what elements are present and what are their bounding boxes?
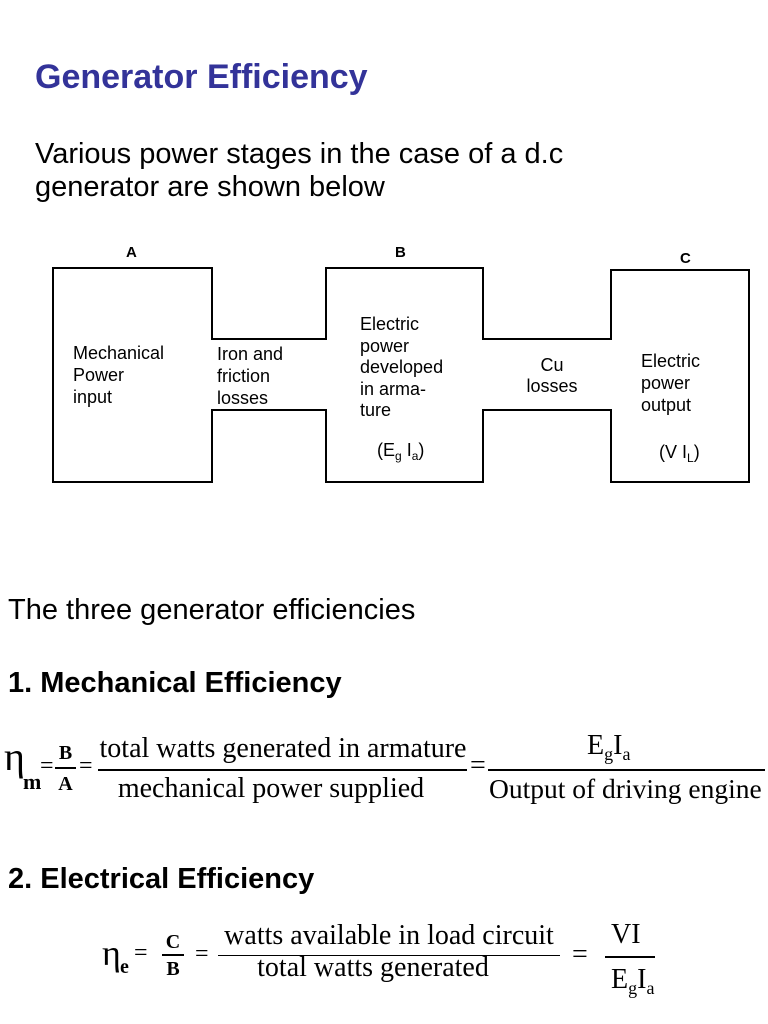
- stage-letter-b: B: [395, 244, 406, 261]
- stage-b-description: Electric power developed in arma- ture: [360, 314, 443, 422]
- words-denominator: total watts generated: [257, 952, 489, 983]
- ratio-denominator: A: [58, 773, 73, 795]
- equals-sign: =: [134, 940, 148, 966]
- power-stages-outline: [52, 267, 750, 483]
- stage-b-line: Electric: [360, 314, 420, 334]
- losses-line: losses: [217, 388, 269, 408]
- stage-a-description: Mechanical Power input: [73, 342, 164, 408]
- fraction-bar: [488, 769, 765, 771]
- cu-losses-label: Cu losses: [512, 355, 592, 397]
- eta-subscript: e: [120, 956, 129, 978]
- words-denominator: mechanical power supplied: [117, 773, 425, 804]
- stage-c-description: Electric power output: [641, 350, 700, 416]
- stage-b-line: developed: [360, 357, 444, 377]
- stage-b-line: power: [360, 335, 410, 356]
- fraction-bar: [605, 956, 655, 958]
- result-term: I: [637, 964, 647, 995]
- losses-line: losses: [526, 376, 578, 396]
- losses-line: Cu: [540, 355, 564, 375]
- quantity-text: (E: [377, 440, 395, 460]
- result-subscript: g: [604, 744, 614, 764]
- stage-b-line: in arma-: [360, 378, 427, 399]
- stage-a-line: input: [73, 387, 113, 407]
- result-denominator: EgIa: [611, 964, 655, 998]
- stage-letter-a: A: [126, 244, 137, 261]
- slide-title: Generator Efficiency: [35, 58, 368, 96]
- fraction-bar: [218, 954, 560, 956]
- eta-symbol: η: [102, 933, 121, 973]
- equals-sign: =: [40, 753, 54, 779]
- stage-a-line: Power: [73, 365, 125, 385]
- intro-line: Various power stages in the case of a d.…: [35, 138, 564, 170]
- words-numerator: total watts generated in armature: [99, 733, 467, 764]
- eta-symbol: η: [4, 734, 25, 779]
- intro-line: generator are shown below: [35, 171, 385, 203]
- stage-letter-c: C: [680, 250, 691, 267]
- ratio-numerator: B: [58, 742, 73, 764]
- stage-c-quantity: (V IL): [659, 441, 700, 464]
- quantity-text: ): [693, 442, 700, 462]
- fraction-bar: [55, 767, 76, 769]
- quantity-text: (V I: [659, 442, 688, 462]
- losses-line: friction: [217, 366, 271, 386]
- result-term: I: [613, 730, 623, 761]
- equals-sign: =: [79, 753, 93, 779]
- stage-a-line: Mechanical: [73, 343, 165, 363]
- intro-text: Various power stages in the case of a d.…: [35, 138, 563, 204]
- eta-subscript: m: [23, 769, 42, 794]
- quantity-text: ): [418, 440, 425, 460]
- result-denominator: Output of driving engine: [489, 773, 762, 804]
- result-subscript: a: [646, 978, 655, 998]
- fraction-bar: [98, 769, 467, 771]
- stage-c-line: output: [641, 395, 692, 415]
- power-stages-diagram: A B C Mechanical Power input Iron and fr…: [40, 240, 760, 490]
- quantity-subscript: a: [411, 449, 419, 463]
- result-numerator: VI: [611, 919, 641, 950]
- equals-sign: =: [195, 941, 209, 967]
- result-term: E: [587, 730, 605, 761]
- result-numerator: EgIa: [587, 730, 631, 764]
- stage-b-quantity: (Eg Ia): [377, 439, 424, 462]
- ratio-numerator: C: [165, 931, 181, 953]
- section-heading-mechanical: 1. Mechanical Efficiency: [8, 667, 342, 699]
- losses-line: Iron and: [217, 344, 284, 364]
- ratio-denominator: B: [166, 958, 180, 980]
- section-heading-electrical: 2. Electrical Efficiency: [8, 863, 315, 895]
- equals-sign: =: [470, 750, 486, 781]
- stage-b-line: ture: [360, 400, 392, 420]
- result-term: E: [611, 964, 629, 995]
- quantity-subscript: g: [395, 449, 402, 463]
- equals-sign: =: [572, 939, 588, 970]
- result-subscript: g: [628, 978, 638, 998]
- stage-outline-path: [52, 267, 750, 483]
- quantity-subscript: L: [687, 451, 694, 465]
- efficiencies-heading: The three generator efficiencies: [8, 594, 416, 626]
- iron-friction-losses-label: Iron and friction losses: [217, 343, 283, 409]
- quantity-text: I: [401, 440, 412, 460]
- result-subscript: a: [622, 744, 631, 764]
- words-numerator: watts available in load circuit: [224, 920, 554, 951]
- fraction-bar: [162, 954, 184, 956]
- stage-c-line: Electric: [641, 351, 701, 371]
- stage-c-line: power: [641, 373, 691, 393]
